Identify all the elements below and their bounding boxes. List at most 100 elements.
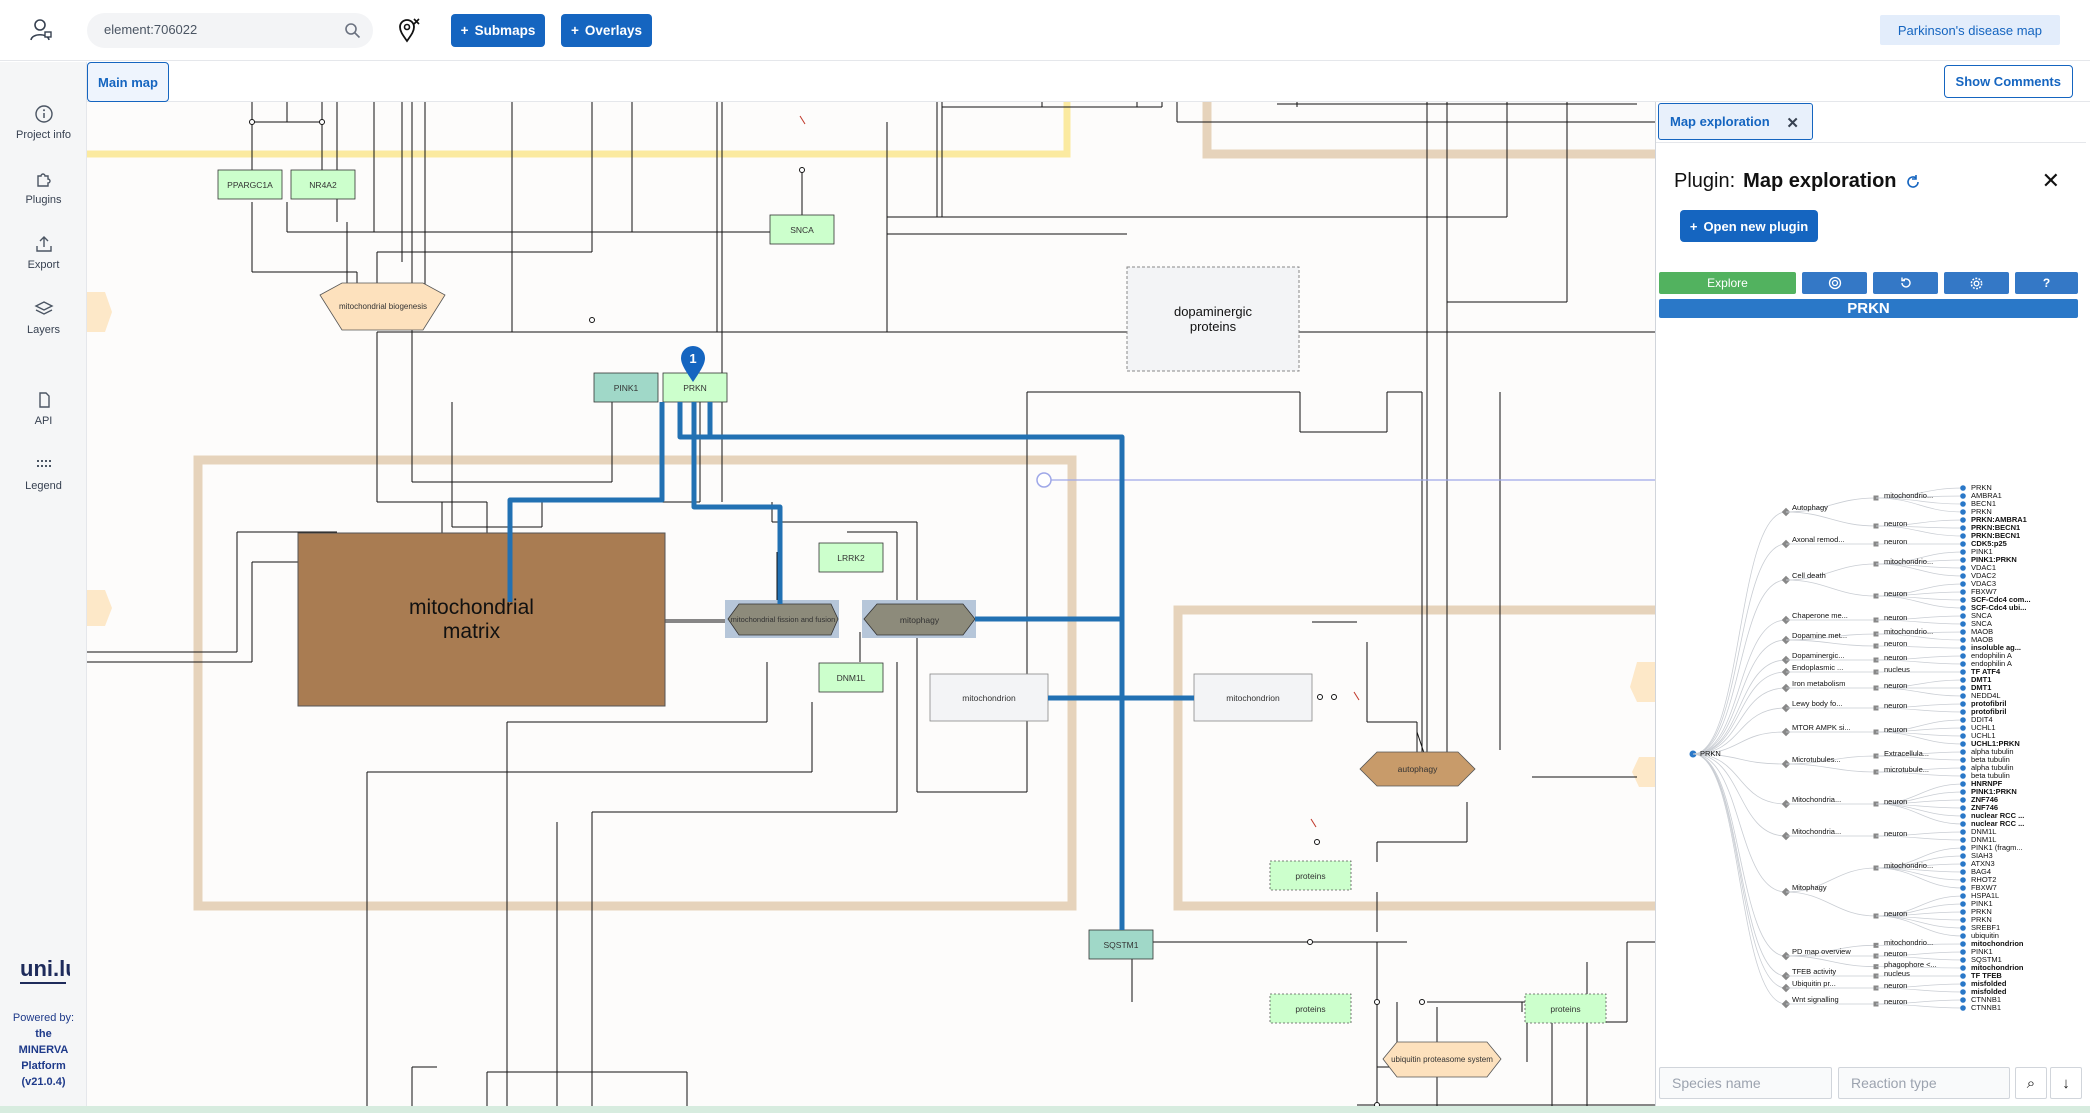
- tree-leaf-label: PINK1:PRKN: [1971, 555, 2017, 564]
- tree-edge: [1692, 753, 1787, 977]
- search-bar[interactable]: element:706022: [87, 13, 373, 48]
- clear-pins-icon[interactable]: [394, 16, 422, 44]
- tree-edge: [1785, 579, 1877, 597]
- user-icon[interactable]: [28, 16, 56, 44]
- download-icon[interactable]: ↓: [2050, 1067, 2082, 1099]
- reset-button[interactable]: [1873, 272, 1938, 294]
- map-pin[interactable]: [681, 346, 705, 382]
- label-proteins-2: proteins: [1295, 1003, 1326, 1014]
- close-icon[interactable]: ✕: [1786, 115, 1799, 132]
- node-proteins-3[interactable]: [1524, 993, 1607, 1024]
- node-mitochondrion-2[interactable]: [1193, 673, 1313, 722]
- map-drawing[interactable]: [87, 102, 1655, 1106]
- node-ubiquitin-proteasome-system[interactable]: [1382, 1041, 1502, 1078]
- tree-compartment-label: neuron: [1884, 613, 1908, 622]
- tree-leaf-label: DNM1L: [1971, 827, 1997, 836]
- tree-edge: [1875, 755, 1964, 761]
- node-proteins-2[interactable]: [1269, 993, 1352, 1024]
- tree-edge: [1692, 671, 1787, 755]
- tree-leaf-node: [1960, 789, 1966, 795]
- tree-leaf-label: TF ATF4: [1971, 667, 2001, 676]
- tree-leaf-node: [1960, 717, 1966, 723]
- tree-leaf-label: PINK1:PRKN: [1971, 787, 2017, 796]
- highlighted-paths: [507, 402, 1194, 930]
- tree-leaf-node: [1960, 749, 1966, 755]
- node-mitochondrial-matrix[interactable]: [297, 532, 666, 707]
- tree-compartment-label: mitochondrio...: [1884, 627, 1934, 636]
- platform-link[interactable]: the MINERVA Platform: [18, 1028, 69, 1072]
- node-proteins-1[interactable]: [1269, 860, 1352, 891]
- tree-leaf-label: DDIT4: [1971, 715, 1993, 724]
- tree-compartment-label: mitochondrio...: [1884, 938, 1934, 948]
- label-ppargc1a: PPARGC1A: [227, 179, 273, 190]
- node-nr4a2[interactable]: [290, 169, 356, 200]
- sidebar-item-plugins[interactable]: Plugins: [0, 169, 87, 206]
- node-dnm1l[interactable]: [818, 662, 884, 693]
- submaps-button[interactable]: +Submaps: [451, 14, 545, 47]
- node-snca[interactable]: [769, 214, 835, 245]
- tree-category-label: MTOR AMPK si...: [1792, 723, 1851, 732]
- settings-button[interactable]: [1944, 272, 2009, 294]
- tree-edge: [1875, 987, 1964, 993]
- node-pink1[interactable]: [593, 372, 659, 403]
- focus-button[interactable]: [1802, 272, 1867, 294]
- tree-category-label: TFEB activity: [1792, 967, 1837, 976]
- reload-icon[interactable]: [1905, 174, 1921, 190]
- tree-leaf-label: SCF-Cdc4 com...: [1971, 595, 2031, 604]
- tree-edge: [1875, 731, 1964, 745]
- node-mitochondrial-biogenesis[interactable]: [319, 282, 446, 331]
- tree-leaf-label: BECN1: [1971, 499, 1997, 508]
- reaction-type-input[interactable]: Reaction type: [1838, 1067, 2010, 1099]
- tree-leaf-label: PRKN: [1971, 915, 1992, 924]
- sidebar-item-project-info[interactable]: Project info: [0, 104, 87, 141]
- node-mitochondrion-1[interactable]: [929, 673, 1049, 722]
- search-tree-icon[interactable]: ⌕: [2015, 1067, 2047, 1099]
- tree-leaf-node: [1960, 509, 1966, 515]
- help-button[interactable]: ?: [2015, 272, 2078, 294]
- selection-handle[interactable]: [1036, 472, 1052, 488]
- project-name-badge[interactable]: Parkinson's disease map: [1879, 15, 2060, 45]
- sidebar-item-legend[interactable]: Legend: [0, 455, 87, 492]
- reaction-anchors: [249, 119, 1425, 1106]
- tree-leaf-node: [1960, 549, 1966, 555]
- explore-button[interactable]: Explore: [1659, 272, 1796, 294]
- node-ppargc1a[interactable]: [217, 169, 283, 200]
- tree-leaf-label: VDAC1: [1971, 563, 1997, 572]
- tab-main-map[interactable]: Main map: [87, 62, 169, 102]
- label-mitophagy: mitophagy: [899, 614, 940, 625]
- tab-map-exploration[interactable]: Map exploration ✕: [1658, 103, 1813, 140]
- tree-edge: [1875, 771, 1964, 777]
- close-plugin-icon[interactable]: ✕: [2041, 168, 2060, 193]
- tree-compartment-label: neuron: [1884, 701, 1908, 710]
- node-mitochondrial-fission-and-fusion[interactable]: [727, 603, 839, 636]
- exploration-tree[interactable]: [1656, 364, 2086, 1024]
- search-icon[interactable]: [344, 22, 361, 39]
- compartment-top-right: [1202, 102, 1655, 159]
- tree-edge: [1785, 497, 1877, 513]
- tree-leaf-node: [1960, 701, 1966, 707]
- tree-edge: [1875, 803, 1964, 825]
- tree-leaf-label: DNM1L: [1971, 835, 1997, 844]
- map-canvas[interactable]: PPARGC1A NR4A2 SNCA mitochondrial biogen…: [87, 102, 1655, 1106]
- sidebar-item-layers[interactable]: Layers: [0, 299, 87, 336]
- node-autophagy[interactable]: [1359, 751, 1476, 787]
- tree-leaf-label: PINK1: [1971, 899, 1993, 908]
- plus-icon: +: [460, 23, 469, 38]
- search-input[interactable]: element:706022: [104, 22, 198, 37]
- show-comments-button[interactable]: Show Comments: [1943, 65, 2073, 98]
- node-dopaminergic-proteins[interactable]: [1126, 266, 1300, 372]
- overlays-button[interactable]: +Overlays: [561, 14, 652, 47]
- tree-edge: [1875, 867, 1964, 889]
- node-sqstm1[interactable]: [1088, 929, 1154, 960]
- species-name-input[interactable]: Species name: [1659, 1067, 1832, 1099]
- tree-edge: [1875, 707, 1964, 713]
- node-lrrk2[interactable]: [818, 542, 884, 573]
- sidebar-item-export[interactable]: Export: [0, 234, 87, 271]
- target-icon: [1828, 276, 1841, 290]
- open-new-plugin-button[interactable]: +Open new plugin: [1680, 210, 1818, 242]
- tree-edge: [1875, 645, 1964, 649]
- tree-leaf-node: [1960, 637, 1966, 643]
- tree-leaf-node: [1960, 1005, 1966, 1011]
- sidebar-item-api[interactable]: API: [0, 390, 87, 427]
- tree-leaf-node: [1960, 837, 1966, 843]
